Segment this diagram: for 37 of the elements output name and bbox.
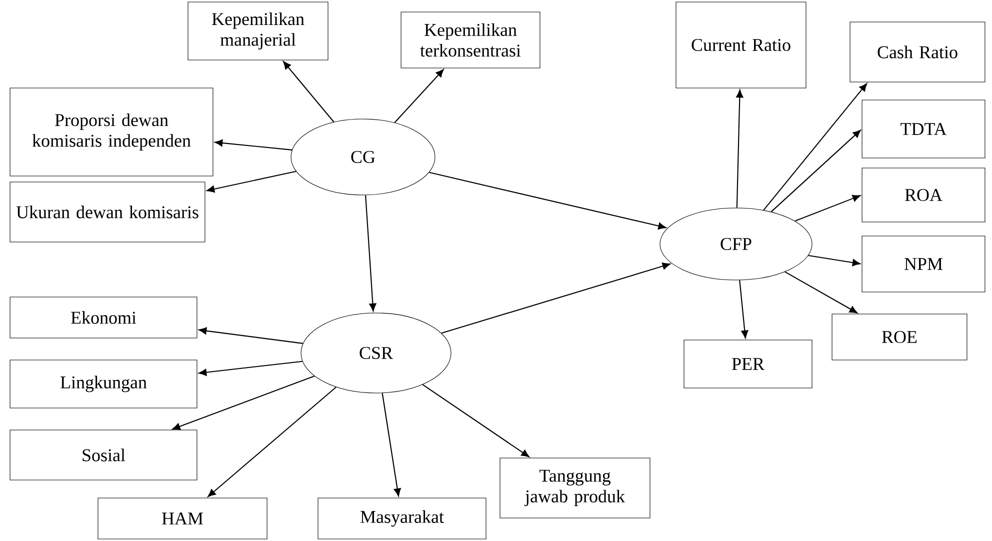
indicator-box: Masyarakat [318, 498, 486, 540]
arrow [763, 83, 868, 211]
indicator-box: PER [684, 340, 812, 388]
arrow [441, 262, 670, 334]
arrow [770, 130, 861, 212]
arrow [736, 90, 744, 208]
arrow [198, 327, 303, 344]
arrow [394, 69, 444, 123]
arrow [208, 386, 336, 497]
indicator-box: Kepemilikan manajerial [188, 2, 328, 60]
arrow [283, 61, 334, 122]
indicator-box: Cash Ratio [850, 22, 986, 82]
indicator-box: NPM [862, 236, 986, 292]
indicator-box: TDTA [862, 100, 986, 158]
indicator-box: Lingkungan [10, 360, 198, 408]
arrow [198, 360, 302, 376]
arrow [206, 170, 296, 193]
arrow [365, 195, 376, 312]
indicator-box: Ekonomi [10, 296, 198, 338]
arrow [214, 139, 292, 150]
arrow [808, 254, 860, 266]
indicator-box: Current Ratio [676, 2, 806, 88]
arrow [429, 172, 666, 230]
indicator-box: Proporsi dewan komisaris independen [10, 88, 214, 176]
arrow [739, 280, 748, 338]
arrow [794, 194, 860, 222]
indicator-box: Sosial [10, 430, 198, 480]
arrow [172, 376, 315, 430]
arrow [382, 393, 401, 496]
indicator-box: Ukuran dewan komisaris [10, 182, 206, 242]
arrow [422, 384, 530, 458]
arrow [784, 271, 858, 314]
indicator-box: Tanggung jawab produk [500, 458, 650, 518]
indicator-box: Kepemilikan terkonsentrasi [400, 12, 540, 68]
indicator-box: ROA [862, 168, 986, 222]
indicator-box: ROE [832, 314, 968, 360]
indicator-box: HAM [98, 498, 268, 540]
